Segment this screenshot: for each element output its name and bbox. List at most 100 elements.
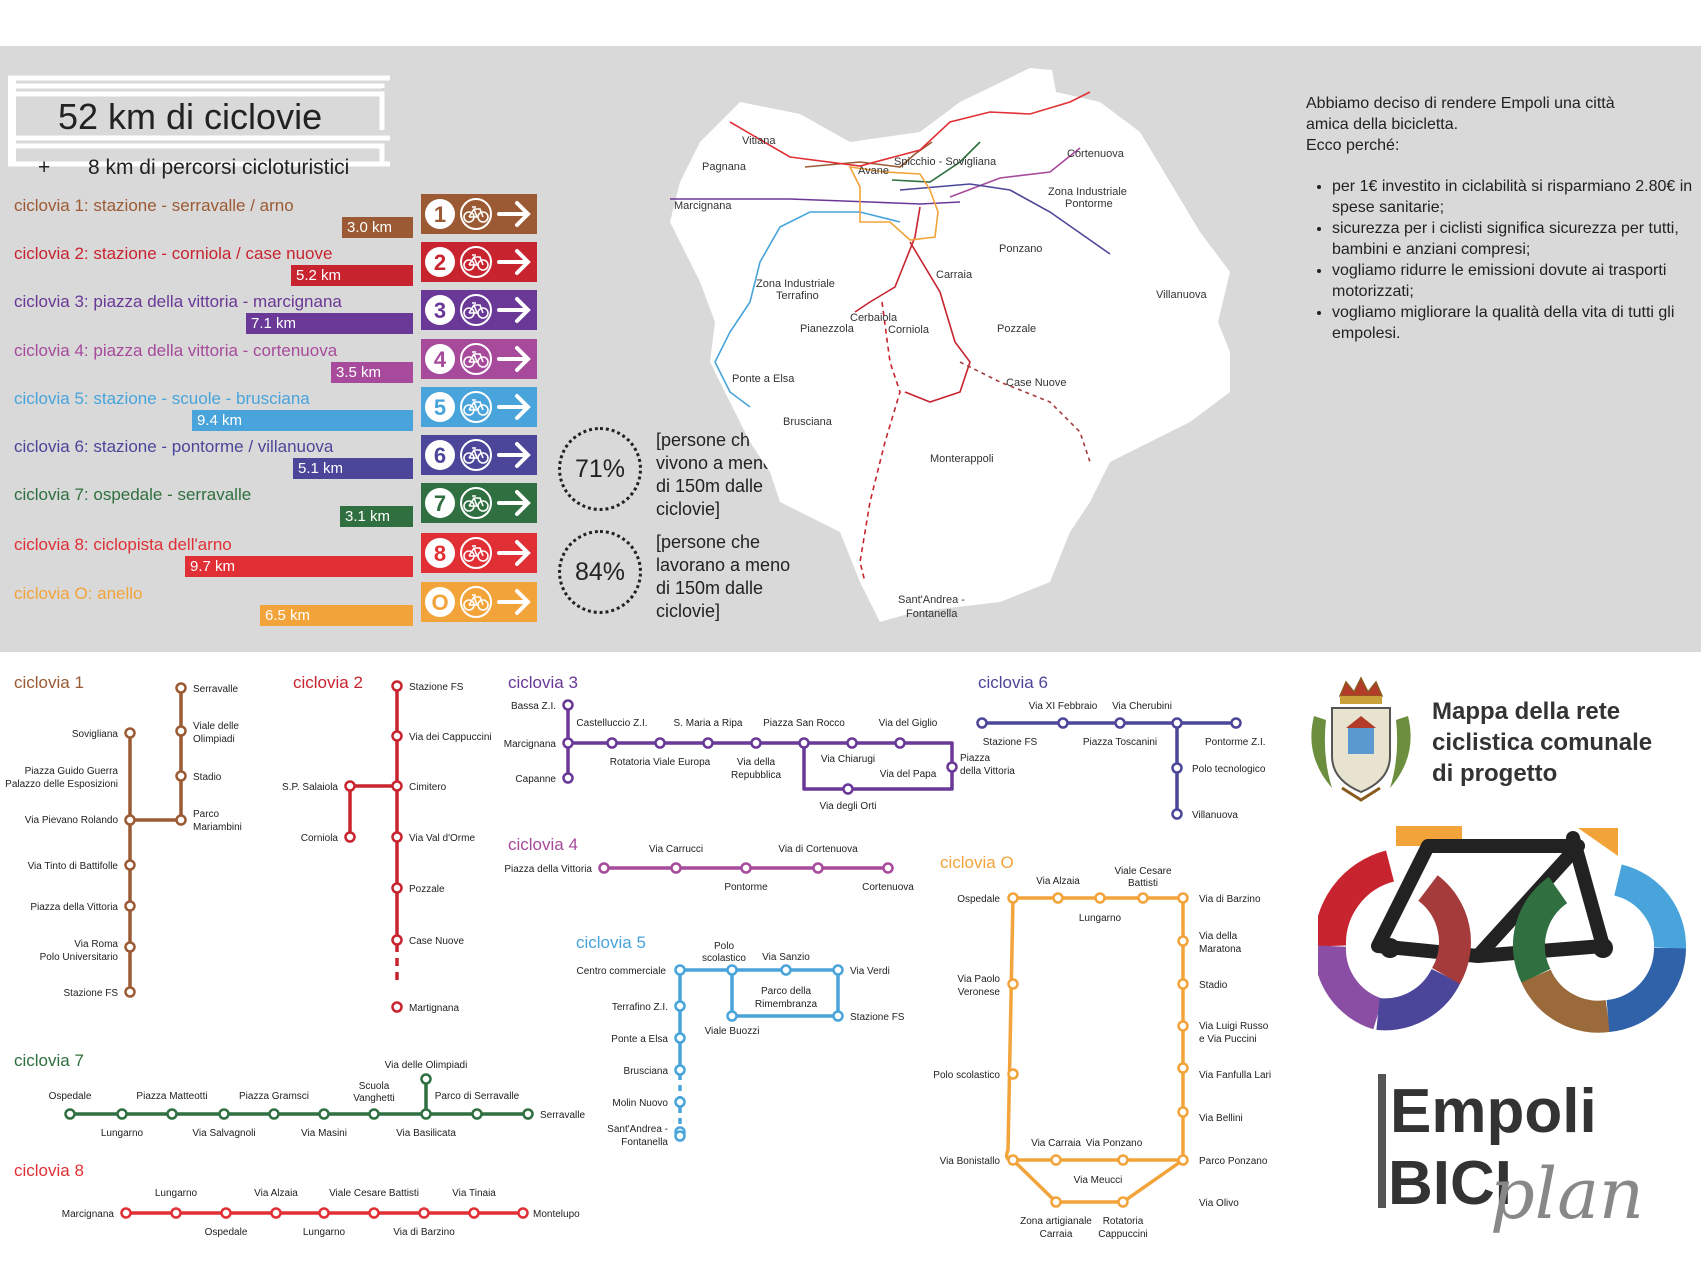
map-label: Pozzale xyxy=(997,323,1036,335)
map-line-3 xyxy=(670,198,961,205)
stop-label: Via Roma xyxy=(74,939,118,950)
map-line-4 xyxy=(949,147,1081,198)
stop-label: Piazza della Vittoria xyxy=(504,864,592,875)
stop-label: Via Val d'Orme xyxy=(409,833,475,844)
route-badge-number: 7 xyxy=(434,491,446,516)
stop-label: Viale Buozzi xyxy=(705,1026,760,1037)
city-map: Vitiana Pagnana Avane Spicchio - Sovigli… xyxy=(670,68,1230,622)
route-badge: 7 xyxy=(421,483,537,523)
stop-label: Via del Papa xyxy=(880,769,937,780)
stop-label: della Vittoria xyxy=(960,766,1015,777)
route-badge: 5 xyxy=(421,387,537,427)
stop-marker xyxy=(846,737,858,749)
municipality-shape xyxy=(670,68,1230,622)
stop-marker xyxy=(842,783,854,795)
page-subtitle: + 8 km di percorsi cicloturistici xyxy=(38,156,349,180)
stop-marker xyxy=(268,1108,280,1120)
stop-marker xyxy=(522,1108,534,1120)
stop-label: Polo Universitario xyxy=(40,952,119,963)
map-line-7 xyxy=(891,141,981,183)
map-line-8 xyxy=(729,91,1091,167)
bicycle-icon xyxy=(463,206,489,223)
stop-label: Polo xyxy=(714,941,734,952)
stop-label: Castelluccio Z.I. xyxy=(576,718,647,729)
stop-marker xyxy=(64,1108,76,1120)
stop-label: Serravalle xyxy=(193,684,238,695)
stop-marker xyxy=(726,1010,738,1022)
map-line-6 xyxy=(899,183,1111,255)
stop-label: Ospedale xyxy=(205,1227,248,1238)
route-label: ciclovia 2: stazione - corniola / case n… xyxy=(14,244,333,263)
stop-marker xyxy=(1171,717,1183,729)
bicycle-icon xyxy=(463,399,489,416)
stat-percentage: 71% xyxy=(558,427,642,511)
arrow-right-icon xyxy=(497,394,531,420)
stop-label: Maratona xyxy=(1199,944,1242,955)
route-label: ciclovia 3: piazza della vittoria - marc… xyxy=(14,292,342,311)
stop-marker xyxy=(1171,762,1183,774)
stop-label: Piazza xyxy=(960,753,990,764)
stop-marker xyxy=(318,1207,330,1219)
stop-label: Via di Barzino xyxy=(1199,894,1261,905)
stat-description-line: di 150m dalle xyxy=(656,578,764,598)
map-label: Pagnana xyxy=(702,161,747,173)
stop-marker xyxy=(882,862,894,874)
stop-marker xyxy=(1050,1154,1062,1166)
stop-label: Vanghetti xyxy=(353,1093,395,1104)
route-label: ciclovia 5: stazione - scuole - bruscian… xyxy=(14,389,310,408)
stop-marker xyxy=(674,1130,686,1142)
stop-marker xyxy=(1007,1068,1019,1080)
stop-label: Via delle Olimpiadi xyxy=(385,1060,468,1071)
stat-description-line: vivono a meno xyxy=(656,453,774,473)
stop-marker xyxy=(740,862,752,874)
arrow-right-icon xyxy=(497,346,531,372)
stop-label: scolastico xyxy=(702,953,746,964)
subtitle-text: 8 km di percorsi cicloturistici xyxy=(87,156,350,179)
stop-label: Via Salvagnoli xyxy=(192,1128,255,1139)
stop-label: Via dei Cappuccini xyxy=(409,732,492,743)
stop-label: Parco della xyxy=(761,986,811,997)
route-badge: 4 xyxy=(421,339,537,379)
stop-marker xyxy=(1137,892,1149,904)
stop-marker xyxy=(670,862,682,874)
stop-label: Pontorme Z.I. xyxy=(1205,737,1266,748)
stop-label: S.P. Salaiola xyxy=(282,782,338,793)
stop-marker xyxy=(654,737,666,749)
stop-label: Via Tinaia xyxy=(452,1188,496,1199)
stop-label: Cimitero xyxy=(409,782,447,793)
arrow-right-icon xyxy=(497,589,531,615)
stop-marker xyxy=(1177,1106,1189,1118)
stop-marker xyxy=(391,934,403,946)
stop-marker xyxy=(270,1207,282,1219)
map-label: Pianezzola xyxy=(800,323,855,335)
title-frame xyxy=(8,75,390,167)
stop-marker xyxy=(674,1096,686,1108)
map-line-2 xyxy=(854,206,921,313)
stop-label: Via XI Febbraio xyxy=(1029,701,1098,712)
stop-label: Brusciana xyxy=(624,1066,669,1077)
route-label: ciclovia 1: stazione - serravalle / arno xyxy=(14,196,294,215)
stop-label: Via Verdi xyxy=(850,966,890,977)
line-track xyxy=(128,688,183,992)
stop-marker xyxy=(674,1000,686,1012)
arrow-right-icon xyxy=(497,249,531,275)
stop-marker xyxy=(606,737,618,749)
route-length-bar: 5.1 km xyxy=(293,458,413,479)
stop-label: Mariambini xyxy=(193,822,242,833)
route-badge: 8 xyxy=(421,533,537,573)
stop-marker xyxy=(1171,808,1183,820)
stop-marker xyxy=(120,1207,132,1219)
stop-label: Bassa Z.I. xyxy=(511,701,556,712)
stat-description-line: [persone che xyxy=(656,532,761,552)
stop-label: Viale Cesare xyxy=(1114,866,1172,877)
stop-marker xyxy=(175,814,187,826)
line-title: ciclovia 2 xyxy=(293,673,363,692)
stop-marker xyxy=(1177,892,1189,904)
route-label: ciclovia 8: ciclopista dell'arno xyxy=(14,535,232,554)
stop-label: Cappuccini xyxy=(1098,1229,1147,1240)
stop-marker xyxy=(175,682,187,694)
stop-marker xyxy=(1007,1154,1019,1166)
stop-label: Via Sanzio xyxy=(762,952,810,963)
stop-label: Lungarno xyxy=(1079,913,1122,924)
stop-marker xyxy=(420,1073,432,1085)
